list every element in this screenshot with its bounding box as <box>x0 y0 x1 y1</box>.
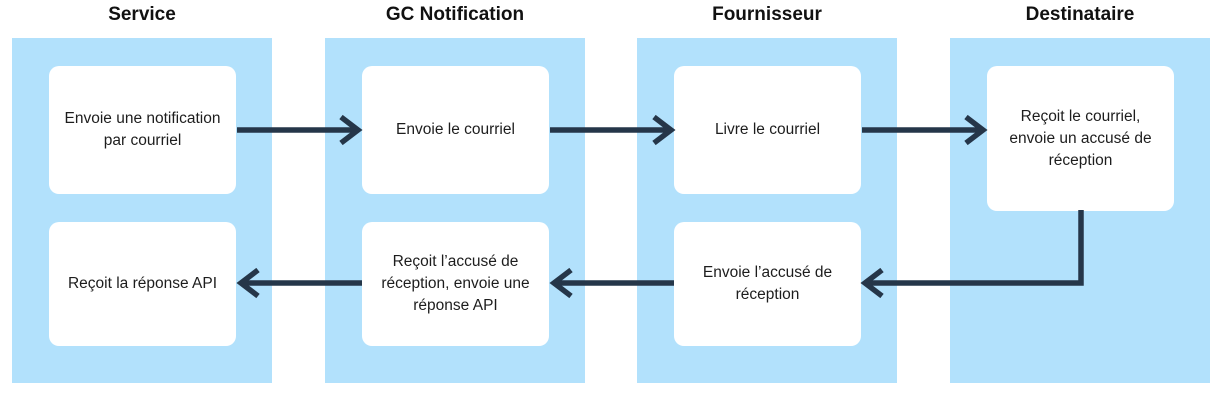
lane-heading-service: Service <box>108 4 176 25</box>
lane-heading-destinataire: Destinataire <box>1025 4 1135 25</box>
lane-heading-gc-notification: GC Notification <box>385 4 525 25</box>
node-envoie-accuse-reception: Envoie l’accusé de réception <box>674 222 861 346</box>
node-recoit-accuse-envoie-reponse: Reçoit l’accusé de réception, envoie une… <box>362 222 549 346</box>
node-recoit-courriel-envoie-accuse: Reçoit le courriel, envoie un accusé de … <box>987 66 1174 211</box>
node-recoit-reponse-api: Reçoit la réponse API <box>49 222 236 346</box>
node-envoie-le-courriel: Envoie le courriel <box>362 66 549 194</box>
node-livre-le-courriel: Livre le courriel <box>674 66 861 194</box>
lane-heading-fournisseur: Fournisseur <box>712 4 822 25</box>
node-envoie-notification: Envoie une notification par courriel <box>49 66 236 194</box>
